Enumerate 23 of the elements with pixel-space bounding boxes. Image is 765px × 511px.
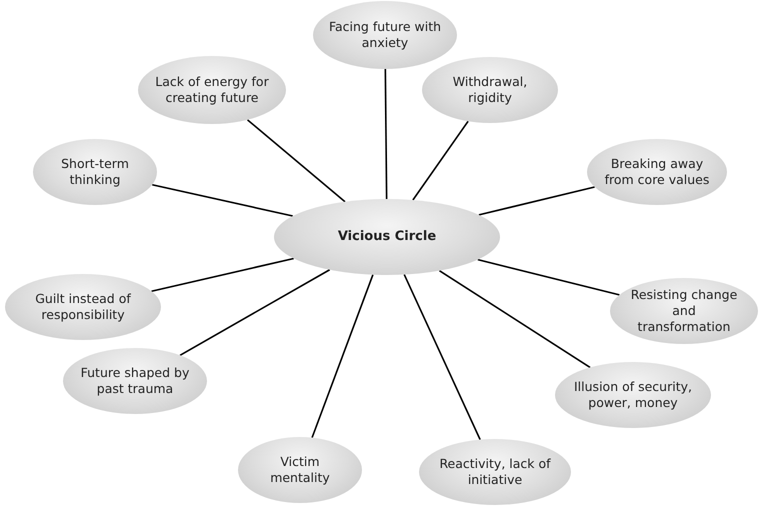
node-label: Future shaped by past trauma <box>80 364 190 398</box>
node-label: Breaking away from core values <box>604 156 710 188</box>
node-label: Illusion of security, power, money <box>573 378 693 412</box>
node-label: Victim mentality <box>269 454 331 486</box>
connector-line <box>478 186 595 216</box>
connector-line <box>438 270 591 368</box>
node-label: Resisting change and transformation <box>630 286 738 336</box>
node-label: Guilt instead of responsibility <box>34 290 132 324</box>
node-label: Withdrawal, rigidity <box>452 74 528 106</box>
connector-line <box>180 269 330 356</box>
node-label: Reactivity, lack of initiative <box>438 456 552 488</box>
connector-line <box>247 119 346 202</box>
node-label: Facing future with anxiety <box>328 18 442 52</box>
connector-line <box>412 120 469 200</box>
connector-line <box>384 69 388 199</box>
node-label: Vicious Circle <box>338 228 436 246</box>
connector-line <box>404 274 481 440</box>
connector-line <box>152 184 293 217</box>
connector-line <box>311 274 374 438</box>
node-label: Lack of energy for creating future <box>154 74 270 106</box>
connector-line <box>478 258 620 296</box>
connector-line <box>151 258 294 292</box>
node-label: Short-term thinking <box>60 156 130 188</box>
